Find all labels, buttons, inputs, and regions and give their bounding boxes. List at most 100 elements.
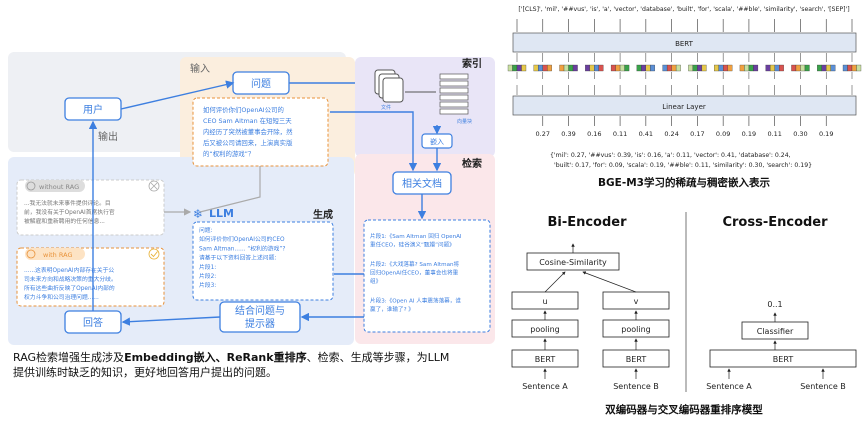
question-line-4: 的“权利的游戏”？	[203, 149, 254, 158]
embedding-cell	[615, 64, 621, 72]
question-line-0: 如何评价你们OpenAI公司的	[203, 105, 284, 114]
chunk-row	[439, 80, 469, 87]
embedding-cell	[739, 64, 745, 72]
embedding-cell	[748, 64, 754, 72]
weights-dict-line1: {'mil': 0.27, '##vus': 0.39, 'is': 0.16,…	[550, 152, 791, 159]
output-label: 输出	[98, 130, 118, 143]
question-box-label: 问题	[251, 77, 271, 90]
weight-value: 0.09	[716, 130, 730, 138]
encoder-caption: 双编码器与交叉编码器重排序模型	[604, 403, 763, 416]
file-label: 文件	[381, 104, 391, 111]
u-label: u	[542, 297, 547, 306]
weight-value: 0.41	[639, 130, 653, 138]
embedding-cell	[507, 64, 513, 72]
snippet-0-line-1: 重任CEO，硅谷演义“甄嬛”问题》	[370, 241, 455, 249]
weight-value: 0.19	[819, 130, 833, 138]
embedding-cell	[538, 64, 543, 72]
embedding-cell	[671, 64, 677, 72]
bert-label-b: BERT	[626, 355, 647, 364]
answer-box-label: 回答	[83, 316, 103, 329]
embedding-cell	[847, 64, 853, 72]
with-rag-line-0: ......这表明OpenAI内部存在关于公	[24, 266, 114, 274]
question-line-3: 后又被公司请回来，上演真实版	[203, 138, 293, 147]
embedding-cell	[568, 64, 574, 72]
bge-diagram: ['[CLS]', 'mil', '##vus', 'is', 'a', 've…	[505, 0, 864, 195]
prompt-line-6: 片段3:	[199, 281, 216, 289]
embedding-cell	[542, 64, 548, 72]
embedding-cell	[572, 64, 578, 72]
embedding-cell	[675, 64, 681, 72]
sentence-a-left: Sentence A	[522, 382, 568, 391]
without-rag-label: without RAG	[39, 183, 79, 191]
prompt-line-2: Sam Altman...... “权利的游戏”?	[199, 244, 285, 252]
embedding-cell	[688, 64, 694, 72]
prompt-line-1: 如何评价你们OpenAI公司的CEO	[199, 235, 285, 243]
embedding-cell	[817, 64, 822, 72]
with-rag-line-1: 司未来方向和战略决策的重大分歧。	[24, 275, 117, 283]
pooling-label-a: pooling	[530, 325, 559, 334]
linear-layer-label: Linear Layer	[662, 103, 706, 111]
embedding-cell	[851, 64, 857, 72]
snippet-2-line-0: 片段3:《Open AI 人事震荡落幕，谁	[370, 297, 461, 305]
weights-dict-line2: 'built': 0.17, 'for': 0.09, 'scala': 0.1…	[554, 162, 812, 169]
embedding-cell	[594, 64, 599, 72]
embedding-cell	[559, 64, 565, 72]
embedding-cell	[830, 64, 836, 72]
embedding-cell	[804, 64, 810, 72]
embedding-cell	[697, 64, 703, 72]
question-line-2: 内经历了突然被董事会开除，然	[203, 127, 293, 136]
without-rag-line-2: 被解雇和重新聘用的任何信息...	[24, 217, 105, 225]
without-rag-text: ...我无法就未来事件提供评论。目前，我没有关于OpenAI首席执行官被解雇和重…	[24, 199, 115, 225]
related-docs-label: 相关文档	[402, 177, 442, 190]
embedding-cell	[774, 64, 780, 72]
embedding-cell	[770, 64, 775, 72]
embedding-cell	[744, 64, 750, 72]
token-arrows	[516, 19, 853, 32]
embedding-cell	[641, 64, 646, 72]
with-rag-line-3: 权力斗争和公司治理问题......	[24, 293, 99, 301]
pooling-label-b: pooling	[621, 325, 650, 334]
weight-value: 0.39	[561, 130, 575, 138]
embedding-cell	[610, 64, 616, 72]
embedding-cell	[714, 64, 719, 72]
embedding-cell	[666, 64, 672, 72]
embedding-cell	[516, 64, 522, 72]
weight-value: 0.11	[613, 130, 627, 138]
rag-caption: RAG检索增强生成涉及Embedding嵌入、ReRank重排序、检索、生成等步…	[13, 350, 503, 380]
weight-value: 0.17	[690, 130, 704, 138]
embedding-cell	[636, 64, 642, 72]
embedding-cell	[547, 64, 552, 72]
embedding-cell	[563, 64, 569, 72]
without-rag-panel	[16, 179, 165, 236]
prompt-line-0: 问题:	[199, 226, 213, 234]
retrieval-label: 检索	[462, 157, 482, 170]
user-box-label: 用户	[83, 103, 103, 116]
embedding-cell	[826, 64, 831, 72]
embedding-cell	[650, 64, 655, 72]
index-label: 索引	[462, 57, 482, 70]
cross-encoder-title: Cross-Encoder	[722, 215, 828, 230]
generation-label: 生成	[313, 208, 333, 221]
token-list: ['[CLS]', 'mil', '##vus', 'is', 'a', 've…	[518, 6, 849, 13]
with-rag-panel	[16, 247, 165, 307]
without-rag-line-1: 前，我没有关于OpenAI首席执行官	[24, 208, 115, 216]
question-line-1: CEO Sam Altman 在短短三天	[203, 116, 292, 125]
embedding-cell	[727, 64, 733, 72]
v-label: v	[634, 297, 639, 306]
prompt-box	[192, 221, 334, 301]
bert-label-a: BERT	[535, 355, 556, 364]
weight-value: 0.30	[793, 130, 807, 138]
sentence-a-right: Sentence A	[706, 382, 752, 391]
snowflake-icon: ❄	[193, 207, 203, 221]
prompt-line-4: 片段1:	[199, 263, 216, 271]
embedding-cell	[701, 64, 707, 72]
embedding-cell	[589, 64, 595, 72]
embedding-cell	[821, 64, 827, 72]
with-rag-line-2: 所有这些曲折反映了OpenAI内部的	[24, 284, 115, 292]
linear-layer-bar	[512, 95, 857, 116]
combine-line2: 提示器	[245, 318, 275, 330]
embedding-cell	[765, 64, 771, 72]
question-text: 如何评价你们OpenAI公司的 CEO Sam Altman 在短短三天内经历了突…	[203, 105, 293, 158]
